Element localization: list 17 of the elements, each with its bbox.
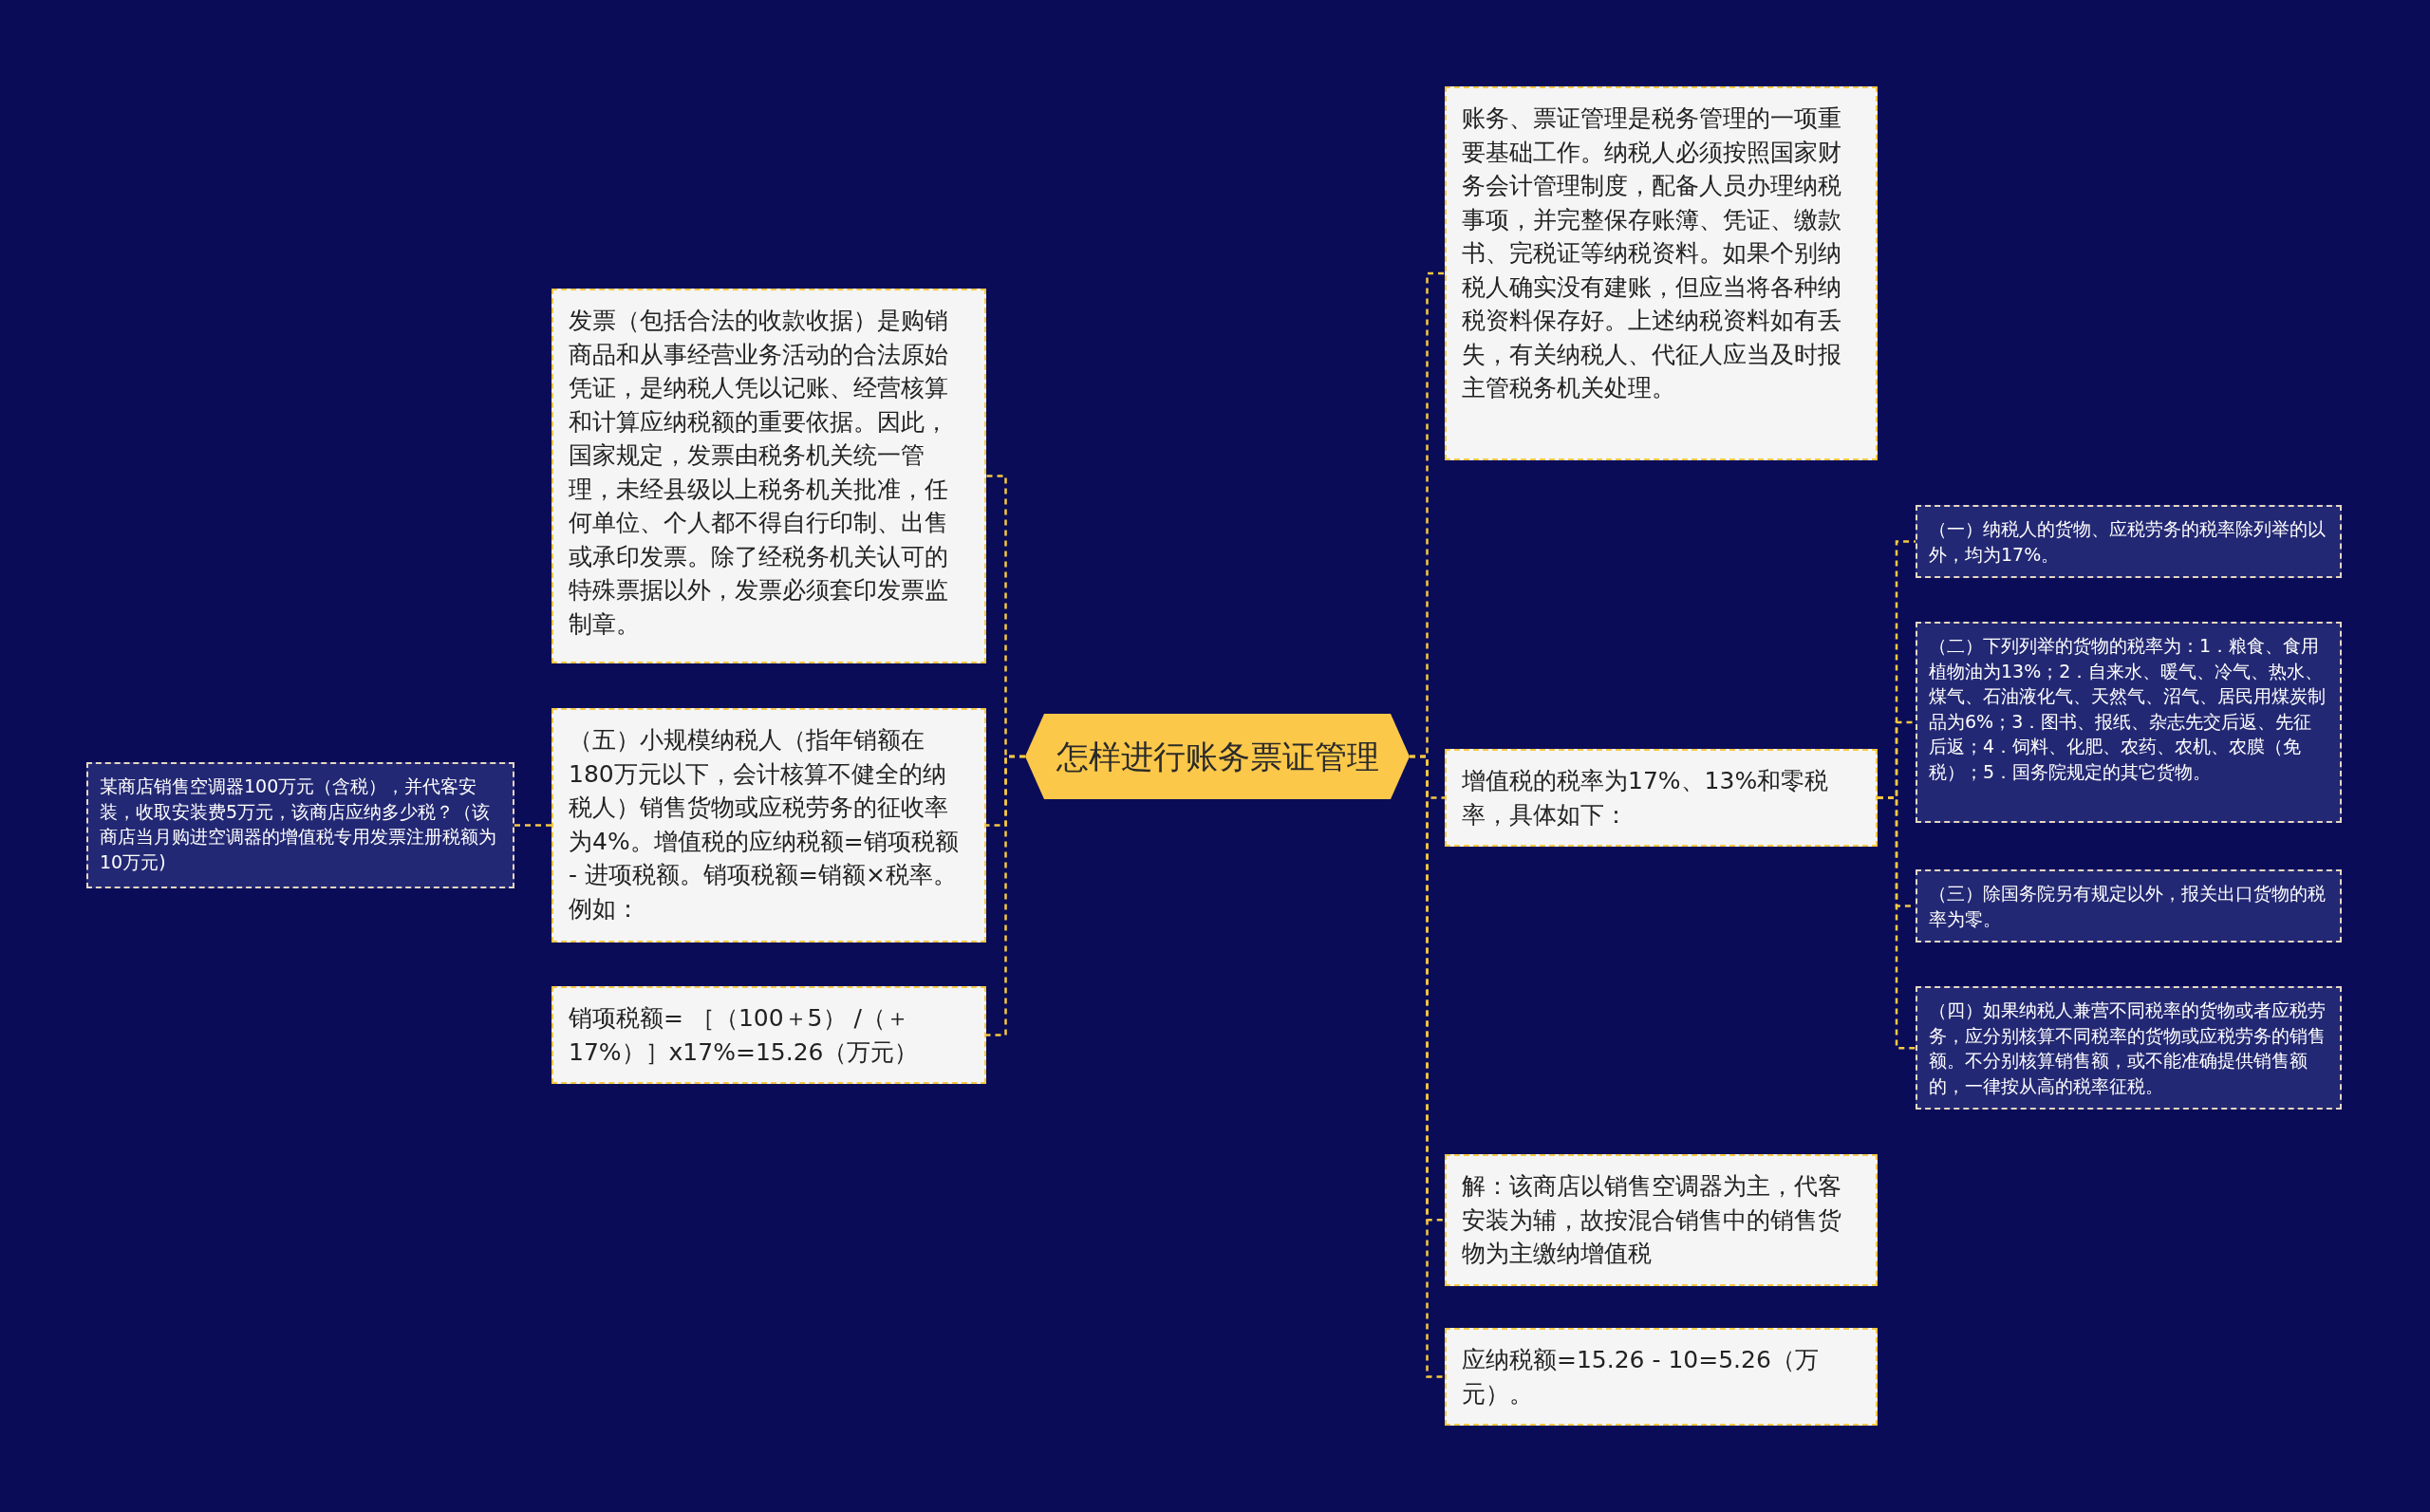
- connector-line: [514, 824, 551, 827]
- note-box: （三）除国务院另有规定以外，报关出口货物的税率为零。: [1916, 869, 2342, 943]
- note-box: （四）如果纳税人兼营不同税率的货物或者应税劳务，应分别核算不同税率的货物或应税劳务的销售额。不分别核算销售额，或不能准确提供销售额的，一律按从高的税率征税。: [1916, 986, 2342, 1111]
- note-box: （五）小规模纳税人（指年销额在180万元以下，会计核算不健全的纳税人）销售货物或应税劳务的征收率为4%。增值税的应纳税额=销项税额 - 进项税额。销项税额=销额×税率。例如：: [551, 708, 986, 943]
- note-box: 销项税额= ［（100＋5） /（＋17%）］x17%=15.26（万元）: [551, 986, 986, 1084]
- note-box: 某商店销售空调器100万元（含税），并代客安装，收取安装费5万元，该商店应纳多少税？（该商店当月购进空调器的增值税专用发票注册税额为10万元): [86, 762, 514, 888]
- topic-hexagon: 怎样进行账务票证管理: [1025, 714, 1410, 799]
- connector-line: [1410, 755, 1445, 1378]
- note-box: 账务、票证管理是税务管理的一项重要基础工作。纳税人必须按照国家财务会计管理制度，配备人员办理纳税事项，并完整保存账簿、凭证、缴款书、完税证等纳税资料。如果个别纳税人确实没有建账，但应当将各种纳税资料保存好。上述纳税资料如有丢失，有关纳税人、代征人应当及时报主管税务机关处理。: [1445, 86, 1878, 460]
- note-box: 增值税的税率为17%、13%和零税率，具体如下：: [1445, 749, 1878, 847]
- note-box: 应纳税额=15.26 - 10=5.26（万元）。: [1445, 1328, 1878, 1426]
- note-box: （二）下列列举的货物的税率为：1．粮食、食用植物油为13%；2．自来水、暖气、冷气、热水、煤气、石油液化气、天然气、沼气、居民用煤炭制品为6%；3．图书、报纸、杂志先交后返、先征后返；4．饲料、化肥、农药、农机、农膜（免税）；5．国务院规定的其它货物。: [1916, 622, 2342, 823]
- connector-line: [986, 755, 1025, 1036]
- note-box: 发票（包括合法的收款收据）是购销商品和从事经营业务活动的合法原始凭证，是纳税人凭以记账、经营核算和计算应纳税额的重要依据。因此，国家规定，发票由税务机关统一管理，未经县级以上税务机关批准，任何单位、个人都不得自行印制、出售或承印发票。除了经税务机关认可的特殊票据以外，发票必须套印发票监制章。: [551, 289, 986, 663]
- note-box: （一）纳税人的货物、应税劳务的税率除列举的以外，均为17%。: [1916, 505, 2342, 579]
- connector-line: [1878, 796, 1916, 1050]
- note-box: 解：该商店以销售空调器为主，代客安装为辅，故按混合销售中的销售货物为主缴纳增值税: [1445, 1154, 1878, 1286]
